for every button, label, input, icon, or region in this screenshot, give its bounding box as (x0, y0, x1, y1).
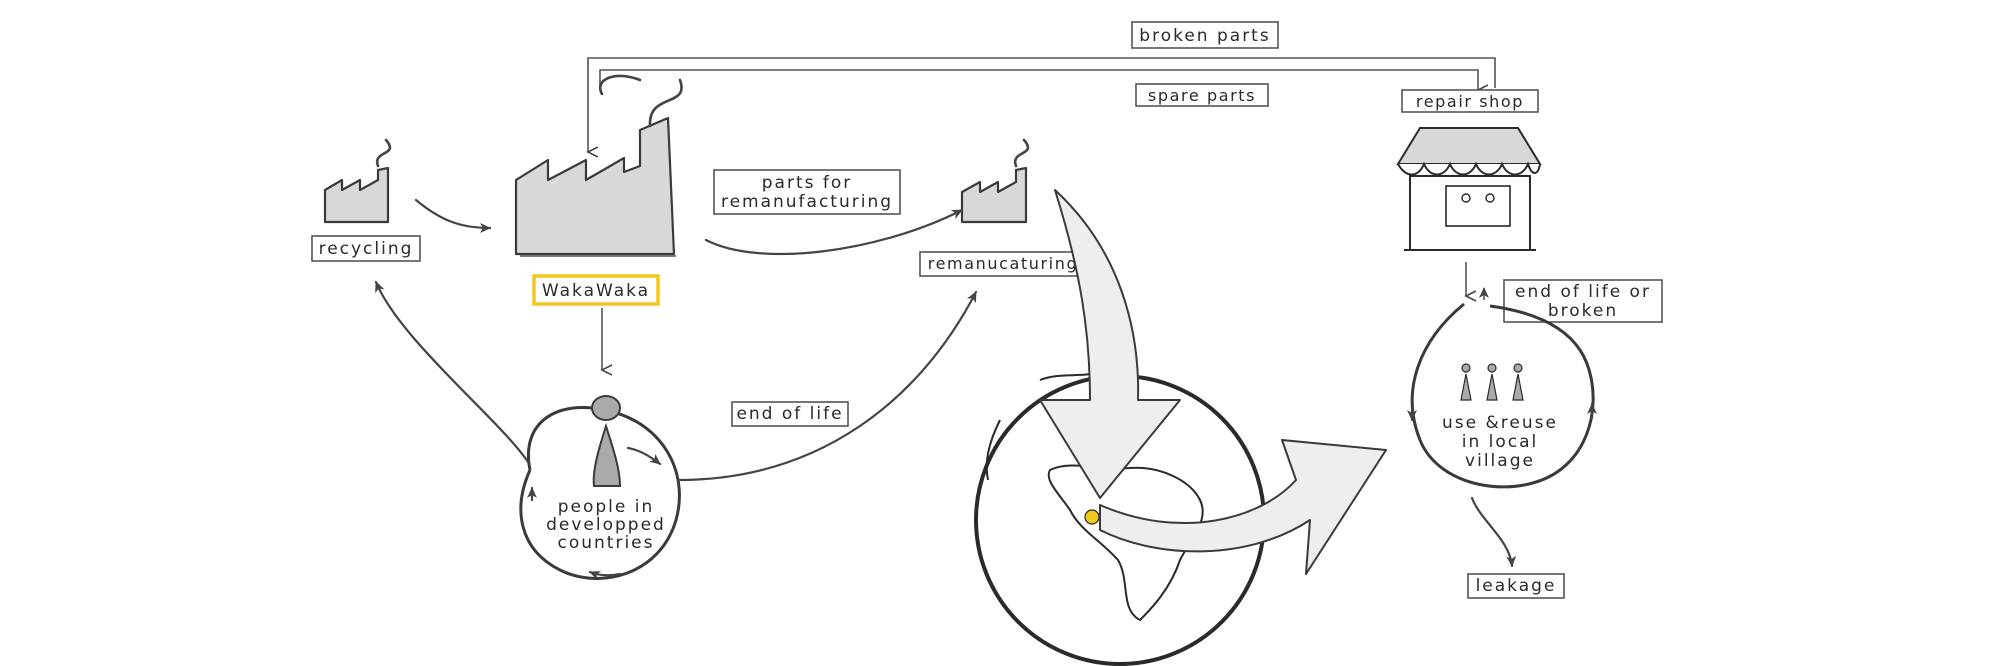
people-developed-label: people in developped countries (546, 497, 666, 553)
person-icon (1460, 363, 1524, 401)
repair-shop-icon (1396, 127, 1542, 251)
people-developed-cycle (519, 406, 681, 581)
svg-text:remanucaturing: remanucaturing (928, 254, 1078, 273)
spare-parts-label: spare parts (1135, 83, 1269, 107)
end-of-life-label: end of life (731, 401, 849, 427)
svg-text:village: village (1465, 451, 1535, 471)
svg-text:use &reuse: use &reuse (1442, 413, 1558, 433)
svg-text:leakage: leakage (1476, 576, 1557, 596)
people-to-reman-arrow (676, 290, 978, 482)
svg-text:spare parts: spare parts (1148, 86, 1256, 105)
incoming-flow-arrow (1039, 189, 1181, 499)
top-feedback-lines (588, 57, 1496, 152)
svg-text:people in: people in (558, 497, 655, 517)
parts-for-remanufacturing-label: parts for remanufacturing (713, 169, 901, 215)
recycling-to-wakawaka-arrow (414, 198, 492, 233)
wakawaka-label: WakaWaka (532, 274, 660, 306)
svg-text:broken parts: broken parts (1139, 26, 1270, 46)
repair-shop-label: repair shop (1401, 89, 1539, 113)
factory-icon (960, 138, 1030, 224)
use-reuse-label: use &reuse in local village (1442, 413, 1558, 471)
recycling-label: recycling (311, 235, 421, 262)
svg-text:recycling: recycling (319, 239, 414, 259)
svg-text:broken: broken (1548, 301, 1618, 321)
svg-text:countries: countries (558, 533, 655, 553)
outgoing-flow-arrow (1099, 439, 1387, 575)
svg-text:end of life: end of life (736, 404, 843, 424)
svg-text:WakaWaka: WakaWaka (542, 281, 650, 301)
svg-text:developped: developped (546, 515, 666, 535)
village-cycle (1407, 302, 1597, 489)
leakage-label: leakage (1467, 573, 1565, 599)
factory-icon (514, 74, 683, 257)
factory-icon (323, 138, 392, 224)
broken-parts-label: broken parts (1131, 21, 1279, 49)
person-icon (591, 395, 622, 487)
people-to-recycling-arrow (374, 280, 530, 464)
svg-text:parts for: parts for (762, 173, 853, 193)
village-to-leakage-arrow (1470, 496, 1517, 568)
svg-text:repair shop: repair shop (1416, 92, 1524, 111)
svg-text:remanufacturing: remanufacturing (721, 192, 893, 212)
wakawaka-to-reman-arrow (704, 208, 964, 256)
svg-text:end of life or: end of life or (1515, 282, 1651, 302)
remanufacturing-label: remanucaturing (919, 251, 1087, 277)
svg-text:in local: in local (1462, 432, 1539, 452)
